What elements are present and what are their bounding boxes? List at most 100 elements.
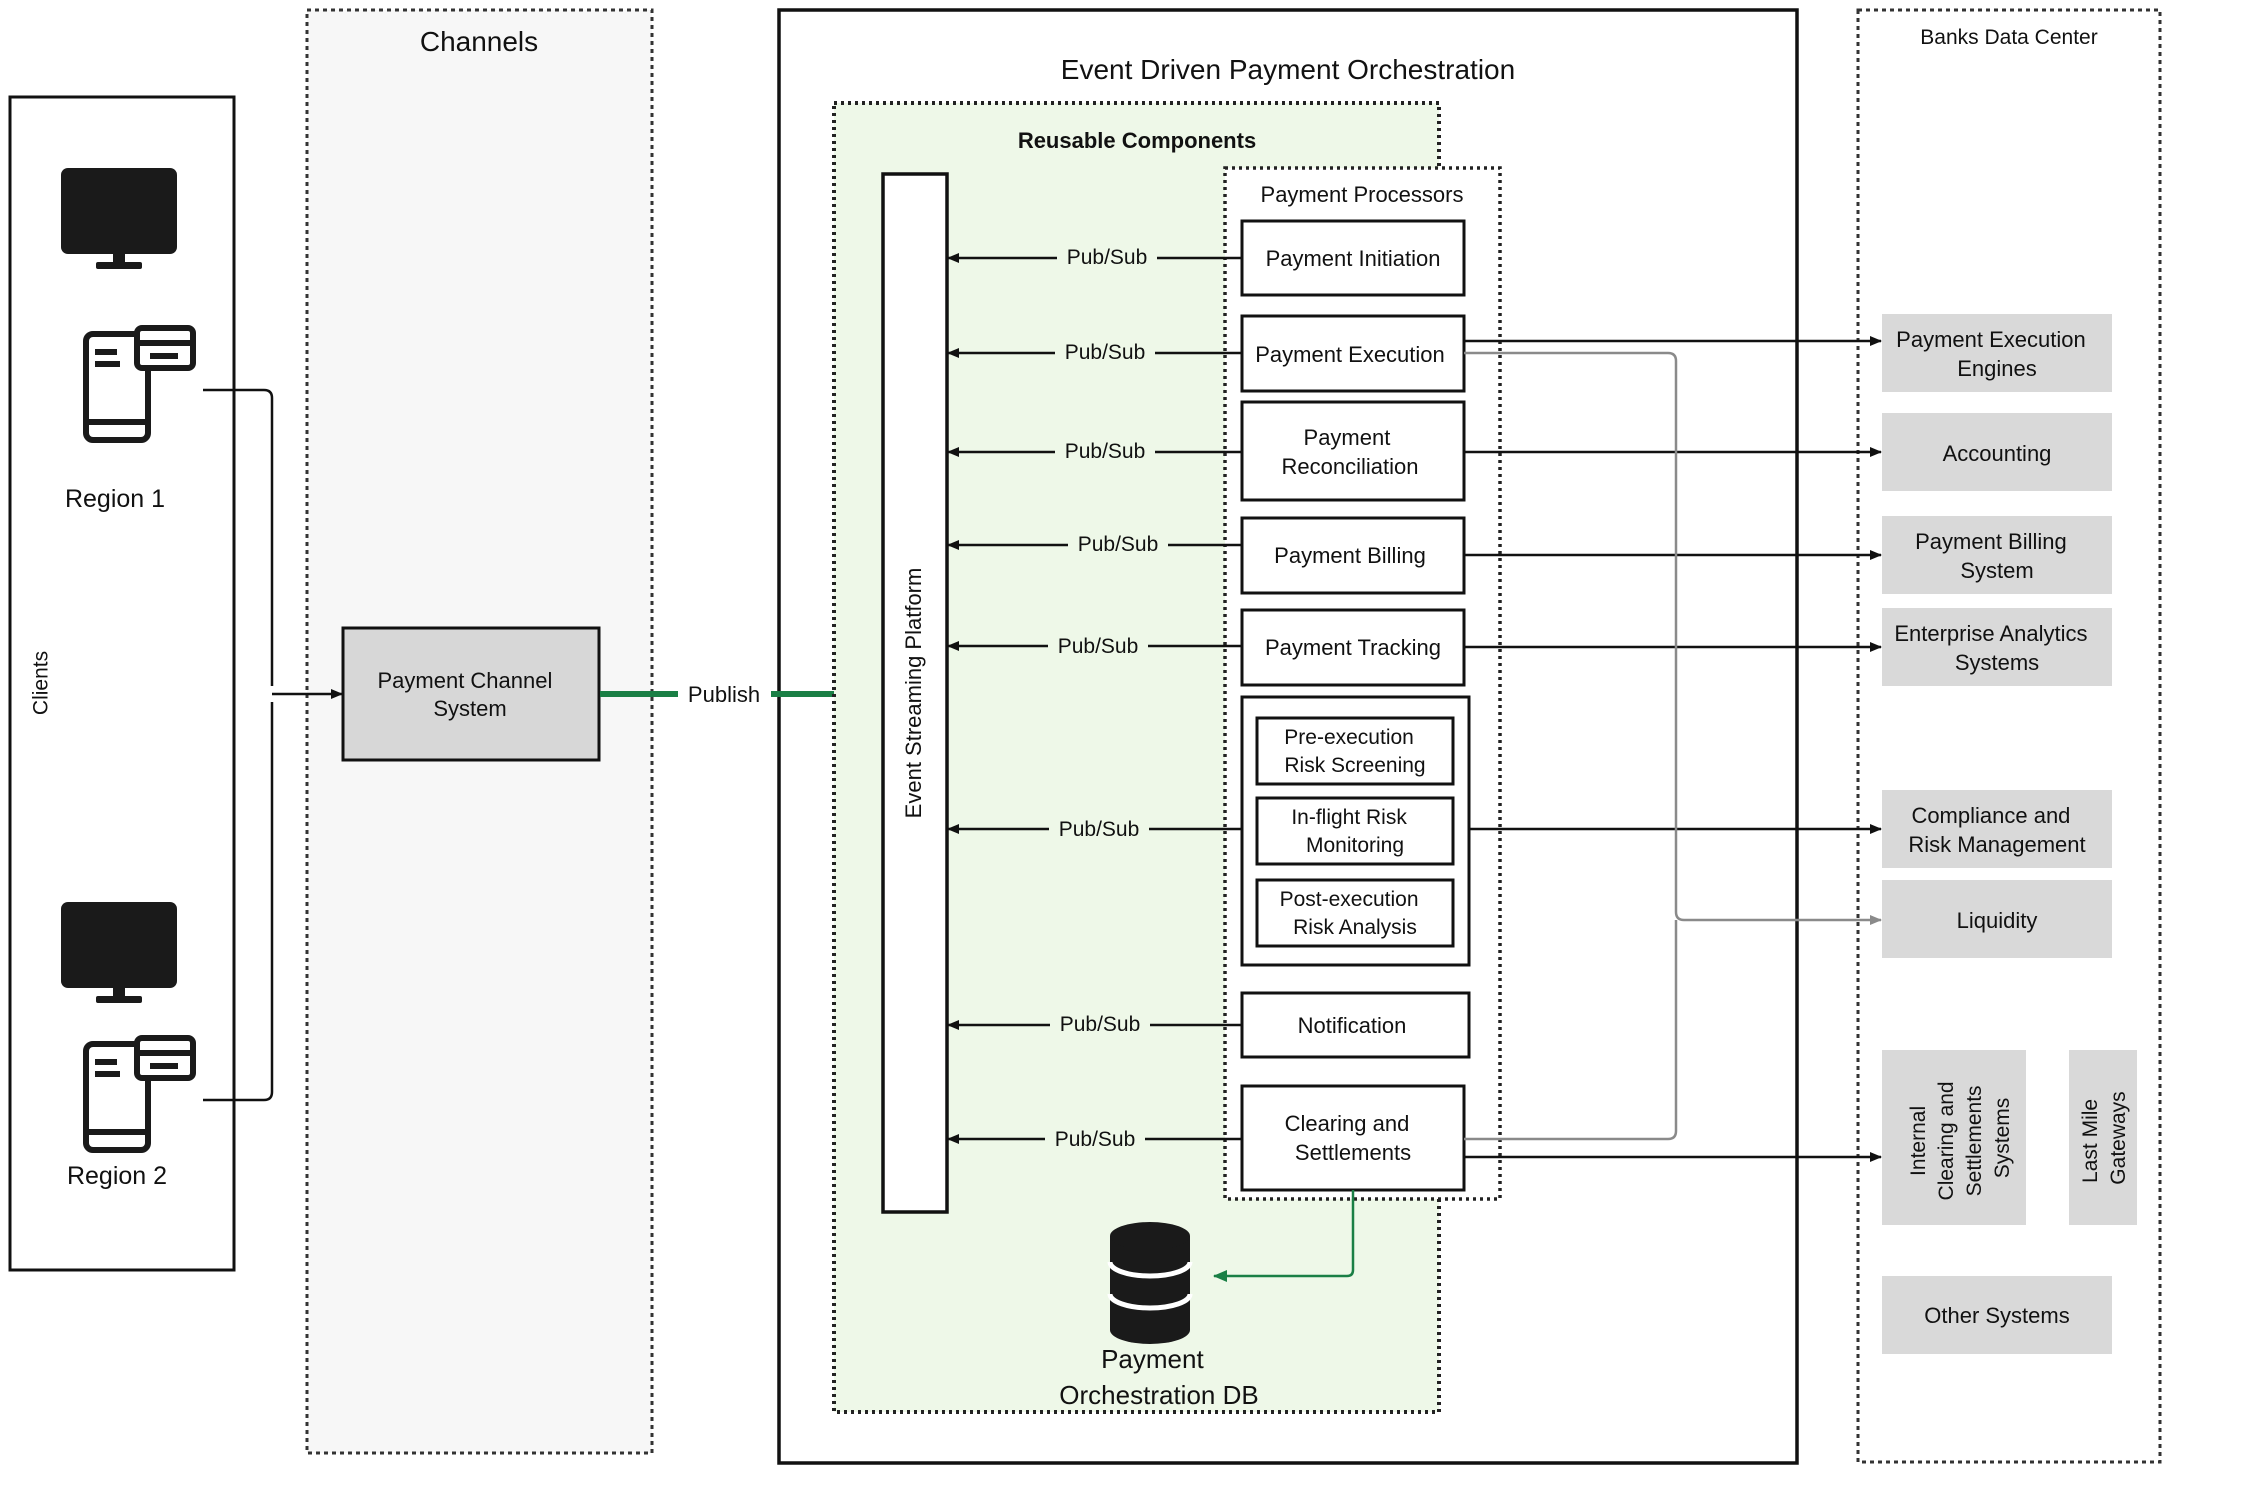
processor-label-line-1: Post-execution: [1280, 888, 1419, 911]
bank-system-label-line-1: Enterprise Analytics: [1894, 621, 2087, 646]
pubsub-label: Pub/Sub: [1067, 246, 1148, 269]
processor-payment-billing: Payment Billing: [1240, 516, 1466, 595]
channels-title: Channels: [420, 26, 538, 57]
svg-text:In-flight Risk Monitorin: In-flight Risk Monitoring: [1291, 806, 1412, 857]
monitor-icon: [61, 168, 177, 269]
bank-system-compliance-risk: Compliance and Risk Management: [1882, 790, 2112, 868]
svg-text:Post-execution Risk Anal: Post-execution Risk Analysis: [1280, 888, 1425, 939]
bank-system-label-line-1: Payment Execution: [1896, 327, 2086, 352]
execution-to-liquidity-line: [1464, 351, 1882, 925]
bank-system-internal-clearing: Internal Clearing and Settlements System…: [1882, 1050, 2026, 1225]
pubsub-connector: Pub/Sub: [947, 246, 1242, 269]
svg-text:Enterprise Analytics Sys: Enterprise Analytics Systems: [1894, 621, 2093, 675]
bank-system-label-line-2: Clearing and: [1935, 1081, 1958, 1200]
svg-text:Payment Execution Engine: Payment Execution Engines: [1896, 327, 2092, 381]
pubsub-label: Pub/Sub: [1065, 341, 1146, 364]
bank-system-label: Accounting: [1943, 441, 2052, 466]
pubsub-connector: Pub/Sub: [947, 440, 1242, 463]
svg-text:Compliance and Risk Mana: Compliance and Risk Management: [1908, 803, 2085, 857]
database-label-line-2: Orchestration DB: [1059, 1380, 1258, 1410]
payment-channel-system-line-2: System: [433, 696, 506, 721]
pubsub-connector: Pub/Sub: [947, 635, 1242, 658]
event-streaming-platform: [881, 172, 949, 1214]
bank-panel: [1856, 8, 2162, 1464]
bank-system-enterprise-analytics: Enterprise Analytics Systems: [1882, 608, 2112, 686]
pubsub-label: Pub/Sub: [1059, 818, 1140, 841]
svg-text:Accounting: Accounting: [1943, 441, 2052, 466]
bank-system-label-line-2: Systems: [1955, 650, 2039, 675]
payment-processors-title: Payment Processors: [1261, 182, 1464, 207]
processor-payment-tracking: Payment Tracking: [1240, 608, 1466, 687]
clients-label: Clients: [30, 651, 53, 715]
pubsub-label: Pub/Sub: [1065, 440, 1146, 463]
bank-system-payment-execution-engines: Payment Execution Engines: [1882, 314, 2112, 392]
bank-system-label-line-2: Risk Management: [1908, 832, 2085, 857]
bank-system-label-line-4: Systems: [1991, 1098, 2014, 1179]
monitor-icon: [61, 902, 177, 1003]
clearing-to-db-arrow: [1213, 1190, 1355, 1282]
svg-text:Liquidity: Liquidity: [1957, 908, 2038, 933]
svg-text:Last Mile Gateways: Last Mile Gateways: [2079, 1091, 2130, 1184]
orchestration-title: Event Driven Payment Orchestration: [1061, 54, 1515, 85]
svg-text:Payment Billing: Payment Billing: [1274, 543, 1426, 568]
mobile-payment-icon: [83, 1035, 196, 1153]
database-label-line-1: Payment: [1101, 1344, 1204, 1374]
processor-label: Payment Billing: [1274, 543, 1426, 568]
publish-label: Publish: [688, 682, 760, 707]
bank-system-label: Liquidity: [1957, 908, 2038, 933]
svg-text:Payment Execution: Payment Execution: [1255, 342, 1445, 367]
bank-system-label-line-2: Gateways: [2107, 1091, 2130, 1184]
processor-label: Payment Execution: [1255, 342, 1445, 367]
processor-notification: Notification: [1240, 991, 1471, 1059]
bank-system-label-line-2: System: [1960, 558, 2033, 583]
processor-label: Notification: [1298, 1013, 1407, 1038]
clients-panel: [8, 95, 236, 1272]
pubsub-connector: Pub/Sub: [947, 533, 1242, 556]
processor-pre-execution-risk: Pre-execution Risk Screening: [1255, 716, 1455, 786]
processor-payment-execution: Payment Execution: [1240, 314, 1466, 393]
svg-text:Payment Tracking: Payment Tracking: [1265, 635, 1441, 660]
svg-text:Payment Initiation: Payment Initiation: [1266, 246, 1441, 271]
pubsub-connector: Pub/Sub: [947, 1013, 1242, 1036]
bank-system-label-line-1: Internal: [1907, 1106, 1930, 1176]
processor-label-line-2: Risk Screening: [1284, 754, 1425, 777]
bank-system-label-line-1: Last Mile: [2079, 1099, 2102, 1183]
processor-in-flight-risk: In-flight Risk Monitoring: [1255, 796, 1455, 866]
region-1-connector: [203, 388, 274, 686]
svg-text:Clearing and Settlements: Clearing and Settlements: [1285, 1111, 1416, 1165]
svg-text:Payment Orchestration DB: Payment Orchestration DB: [1059, 1344, 1258, 1410]
bank-system-label-line-1: Compliance and: [1911, 803, 2070, 828]
svg-text:Internal Clearing and: Internal Clearing and Settlements System…: [1907, 1076, 2014, 1201]
bank-system-liquidity: Liquidity: [1882, 880, 2112, 958]
processor-label-line-2: Monitoring: [1306, 834, 1404, 857]
pubsub-label: Pub/Sub: [1055, 1128, 1136, 1151]
processor-label-line-1: Pre-execution: [1284, 726, 1414, 749]
processor-label-line-1: Clearing and: [1285, 1111, 1410, 1136]
bank-title: Banks Data Center: [1920, 26, 2097, 49]
processor-label-line-2: Risk Analysis: [1293, 916, 1417, 939]
region-2-label: Region 2: [67, 1162, 167, 1190]
processor-label: Payment Tracking: [1265, 635, 1441, 660]
pubsub-label: Pub/Sub: [1060, 1013, 1141, 1036]
payment-channel-system-line-1: Payment Channel: [377, 668, 552, 693]
pubsub-label: Pub/Sub: [1058, 635, 1139, 658]
pubsub-connector: Pub/Sub: [947, 341, 1242, 364]
svg-text:Payment Billing System: Payment Billing System: [1915, 529, 2073, 583]
bank-system-label-line-2: Engines: [1957, 356, 2037, 381]
svg-text:Pre-execution Risk Scree: Pre-execution Risk Screening: [1284, 726, 1425, 777]
region-1-label: Region 1: [65, 485, 165, 513]
processor-post-execution-risk: Post-execution Risk Analysis: [1255, 878, 1455, 948]
bank-system-label-line-1: Payment Billing: [1915, 529, 2067, 554]
processor-payment-reconciliation: Payment Reconciliation: [1240, 400, 1466, 502]
bank-system-accounting: Accounting: [1882, 413, 2112, 491]
processor-clearing-settlements: Clearing and Settlements: [1240, 1084, 1466, 1192]
processor-label-line-1: Payment: [1304, 425, 1391, 450]
pubsub-label: Pub/Sub: [1078, 533, 1159, 556]
processor-label-line-2: Settlements: [1295, 1140, 1411, 1165]
payment-channel-system: [341, 626, 601, 762]
svg-text:Payment Channel System: Payment Channel System: [377, 668, 558, 721]
clearing-to-liquidity-line: [1464, 920, 1678, 1141]
svg-text:Notification: Notification: [1298, 1013, 1407, 1038]
